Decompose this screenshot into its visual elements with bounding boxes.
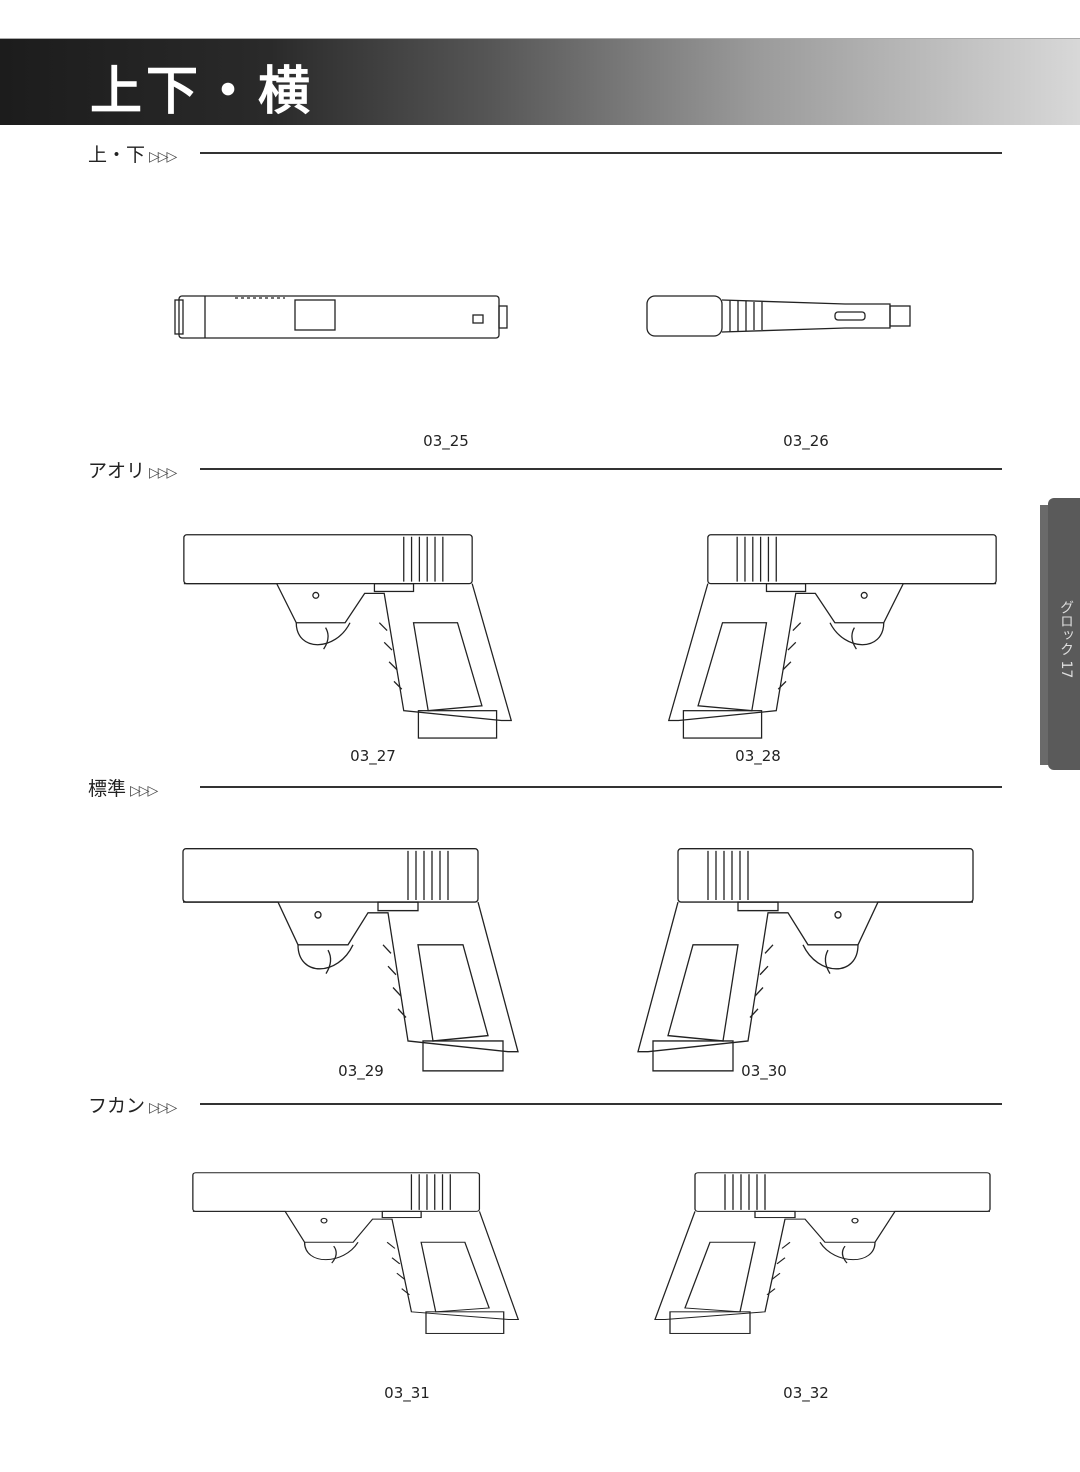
figure-caption: 03_26 (783, 432, 829, 450)
chapter-tab (1048, 498, 1080, 770)
section-heading-high-angle: フカン▷▷▷ (88, 1091, 1002, 1117)
figure-caption: 03_27 (350, 747, 396, 765)
section-label: 上・下 (88, 144, 146, 166)
pistol-high-angle-left-illustration (188, 1165, 528, 1335)
section-divider (200, 1103, 1002, 1105)
triple-arrow-icon: ▷▷▷ (149, 1100, 177, 1116)
section-label: 標準 (88, 778, 127, 800)
figure-caption: 03_29 (338, 1062, 384, 1080)
pistol-standard-left-illustration (178, 838, 528, 1073)
figure-caption: 03_25 (423, 432, 469, 450)
triple-arrow-icon: ▷▷▷ (149, 465, 177, 481)
section-label: フカン (88, 1095, 146, 1117)
section-label: アオリ (88, 460, 146, 482)
triple-arrow-icon: ▷▷▷ (149, 149, 177, 165)
pistol-standard-right-illustration (628, 838, 978, 1073)
page-header: 上下・横 (0, 38, 1080, 125)
pistol-bottom-view-illustration (645, 292, 915, 342)
section-heading-low-angle: アオリ▷▷▷ (88, 456, 1002, 482)
chapter-tab-label: グロック 17 (1058, 600, 1074, 679)
section-divider (200, 152, 1002, 154)
figure-caption: 03_28 (735, 747, 781, 765)
pistol-top-view-illustration (174, 290, 510, 345)
pistol-low-angle-left-illustration (175, 525, 525, 740)
side-tab-edge (1040, 505, 1050, 765)
section-heading-top-bottom: 上・下▷▷▷ (88, 140, 1002, 166)
figure-caption: 03_32 (783, 1384, 829, 1402)
triple-arrow-icon: ▷▷▷ (130, 783, 158, 799)
section-divider (200, 786, 1002, 788)
figure-caption: 03_31 (384, 1384, 430, 1402)
pistol-high-angle-right-illustration (645, 1165, 995, 1335)
figure-caption: 03_30 (741, 1062, 787, 1080)
section-divider (200, 468, 1002, 470)
page-title: 上下・横 (90, 62, 315, 122)
section-heading-standard: 標準▷▷▷ (88, 774, 1002, 800)
pistol-low-angle-right-illustration (655, 525, 1005, 740)
